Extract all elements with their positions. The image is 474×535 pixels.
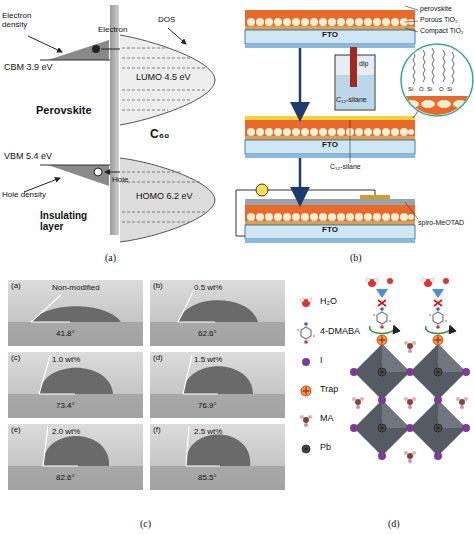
chemical-label: C₁₂-silane bbox=[330, 163, 361, 171]
atom-label: Si bbox=[408, 86, 413, 93]
process-arrow bbox=[299, 158, 302, 202]
droplet-photo: (a) Non-modified 41.8° bbox=[8, 280, 143, 346]
photo-letter: (b) bbox=[153, 282, 163, 291]
layer-label: spiro-MeOTAD bbox=[418, 219, 464, 227]
photo-letter: (d) bbox=[153, 354, 163, 363]
legend-text: 4-DMABA bbox=[320, 327, 360, 337]
legend-text: Trap bbox=[320, 385, 338, 395]
sample-label: 1.0 wt% bbox=[52, 356, 80, 365]
layer-label: Compact TiO₂ bbox=[420, 27, 464, 35]
carrier-label: Hole bbox=[112, 176, 128, 185]
device-stack: FTO bbox=[245, 205, 415, 243]
panel-label: (b) bbox=[350, 252, 362, 263]
layer-label: FTO bbox=[245, 31, 415, 40]
carrier-label: Electron bbox=[98, 26, 127, 35]
sample-label: Non-modified bbox=[52, 284, 100, 293]
photo-letter: (e) bbox=[11, 426, 21, 435]
legend-text: Pb bbox=[320, 443, 331, 453]
layer-label: FTO bbox=[245, 141, 415, 150]
device-stack: FTO bbox=[245, 10, 415, 48]
contact-angle: 62.6° bbox=[198, 330, 217, 339]
chemical-label: C₁₂-silane bbox=[336, 96, 367, 104]
density-label: Electron density bbox=[2, 12, 48, 30]
contact-angle: 85.5° bbox=[198, 474, 217, 483]
contact-angle: 76.9° bbox=[198, 402, 217, 411]
droplet-photo: (f) 2.5 wt% 85.5° bbox=[150, 424, 285, 490]
droplet-photo: (b) 0.5 wt% 62.6° bbox=[150, 280, 285, 346]
sample-label: 2.5 wt% bbox=[194, 428, 222, 437]
process-label: dip bbox=[359, 60, 368, 68]
sample-label: 1.5 wt% bbox=[194, 356, 222, 365]
process-arrow bbox=[299, 48, 302, 117]
layer-label: Insulating layer bbox=[40, 210, 104, 232]
atom-label: Si bbox=[427, 86, 432, 93]
panel-label: (a) bbox=[105, 252, 116, 263]
layer-label: Porous TiO₂ bbox=[420, 16, 458, 24]
dos-label: DOS bbox=[158, 16, 175, 25]
contact-angle: 82.6° bbox=[56, 474, 75, 483]
layer-label: perovskite bbox=[420, 5, 452, 13]
energy-level: CBM 3.9 eV bbox=[4, 63, 53, 73]
energy-level: VBM 5.4 eV bbox=[4, 152, 52, 162]
atom-label: O bbox=[419, 86, 424, 93]
atom-label: Si bbox=[447, 86, 452, 93]
atom-label: O bbox=[439, 86, 444, 93]
sample-label: 2.0 wt% bbox=[52, 428, 80, 437]
material-label: C₆₀ bbox=[150, 128, 170, 141]
energy-level: LUMO 4.5 eV bbox=[136, 73, 191, 83]
contact-angle: 41.8° bbox=[56, 330, 75, 339]
panel-label: (c) bbox=[140, 518, 151, 529]
sample-label: 0.5 wt% bbox=[194, 284, 222, 293]
droplet-photo: (c) 1.0 wt% 73.4° bbox=[8, 352, 143, 418]
legend-text: MA bbox=[320, 414, 334, 424]
energy-level: HOMO 6.2 eV bbox=[136, 192, 193, 202]
device-stack: FTO bbox=[245, 120, 415, 158]
legend-text: H₂O bbox=[320, 297, 337, 307]
photo-letter: (c) bbox=[11, 354, 20, 363]
contact-angle: 73.4° bbox=[56, 402, 75, 411]
photo-letter: (a) bbox=[11, 282, 21, 291]
density-label: Hole density bbox=[2, 191, 48, 200]
material-label: Perovskite bbox=[36, 104, 92, 116]
layer-label: FTO bbox=[245, 226, 415, 235]
legend-text: I bbox=[320, 356, 323, 366]
droplet-photo: (e) 2.0 wt% 82.6° bbox=[8, 424, 143, 490]
droplet-photo: (d) 1.5 wt% 76.9° bbox=[150, 352, 285, 418]
panel-label: (d) bbox=[388, 518, 400, 529]
photo-letter: (f) bbox=[153, 426, 161, 435]
